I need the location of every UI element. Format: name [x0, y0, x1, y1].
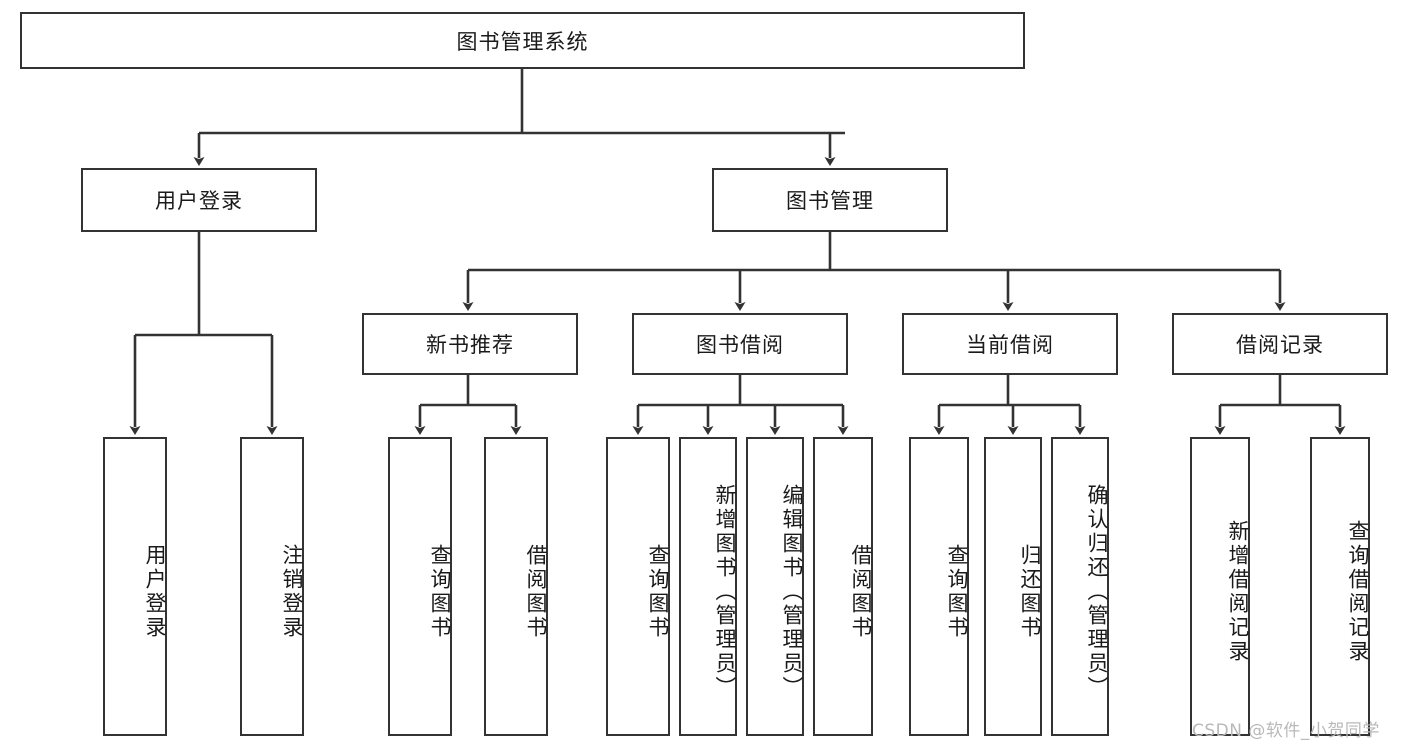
node-leaf-query-record[interactable]: 查询借阅记录	[1310, 437, 1370, 736]
node-leaf-edit-book-label: 编辑图书（管理员）	[780, 483, 804, 700]
node-current-borrow[interactable]: 当前借阅	[902, 313, 1118, 375]
node-book-manage-label: 图书管理	[786, 189, 874, 213]
node-borrow-record[interactable]: 借阅记录	[1172, 313, 1388, 375]
node-leaf-borrow-book-1[interactable]: 借阅图书	[484, 437, 548, 736]
node-book-borrow[interactable]: 图书借阅	[632, 313, 848, 375]
node-leaf-add-book-label: 新增图书（管理员）	[713, 483, 737, 700]
node-leaf-add-book[interactable]: 新增图书（管理员）	[679, 437, 737, 736]
node-leaf-add-record[interactable]: 新增借阅记录	[1190, 437, 1250, 736]
node-root-label: 图书管理系统	[456, 29, 589, 54]
node-leaf-confirm-return-label: 确认归还（管理员）	[1085, 483, 1109, 700]
node-leaf-query-book-1-label: 查询图书	[428, 543, 452, 640]
node-book-manage[interactable]: 图书管理	[712, 168, 948, 232]
node-leaf-return-book-label: 归还图书	[1018, 543, 1042, 640]
node-borrow-record-label: 借阅记录	[1236, 333, 1324, 357]
node-user-login[interactable]: 用户登录	[81, 168, 317, 232]
node-leaf-logout[interactable]: 注销登录	[240, 437, 304, 736]
node-leaf-query-record-label: 查询借阅记录	[1346, 519, 1370, 664]
node-leaf-add-record-label: 新增借阅记录	[1226, 519, 1250, 664]
node-leaf-query-book-1[interactable]: 查询图书	[388, 437, 452, 736]
node-leaf-edit-book[interactable]: 编辑图书（管理员）	[746, 437, 804, 736]
node-leaf-query-book-3-label: 查询图书	[945, 543, 969, 640]
node-current-borrow-label: 当前借阅	[966, 333, 1054, 357]
node-leaf-user-login[interactable]: 用户登录	[103, 437, 167, 736]
node-leaf-query-book-2-label: 查询图书	[646, 543, 670, 640]
node-leaf-user-login-label: 用户登录	[143, 543, 167, 640]
node-root[interactable]: 图书管理系统	[20, 12, 1025, 69]
node-leaf-logout-label: 注销登录	[280, 543, 304, 640]
node-leaf-borrow-book-2[interactable]: 借阅图书	[813, 437, 873, 736]
node-new-book-rec[interactable]: 新书推荐	[362, 313, 578, 375]
node-leaf-borrow-book-1-label: 借阅图书	[524, 543, 548, 640]
node-leaf-borrow-book-2-label: 借阅图书	[849, 543, 873, 640]
node-leaf-query-book-2[interactable]: 查询图书	[606, 437, 670, 736]
node-leaf-confirm-return[interactable]: 确认归还（管理员）	[1051, 437, 1109, 736]
csdn-watermark: CSDN @软件_小贺同学	[1192, 721, 1380, 741]
node-leaf-return-book[interactable]: 归还图书	[984, 437, 1042, 736]
node-book-borrow-label: 图书借阅	[696, 333, 784, 357]
node-user-login-label: 用户登录	[155, 189, 243, 213]
node-new-book-rec-label: 新书推荐	[426, 333, 514, 357]
node-leaf-query-book-3[interactable]: 查询图书	[909, 437, 969, 736]
